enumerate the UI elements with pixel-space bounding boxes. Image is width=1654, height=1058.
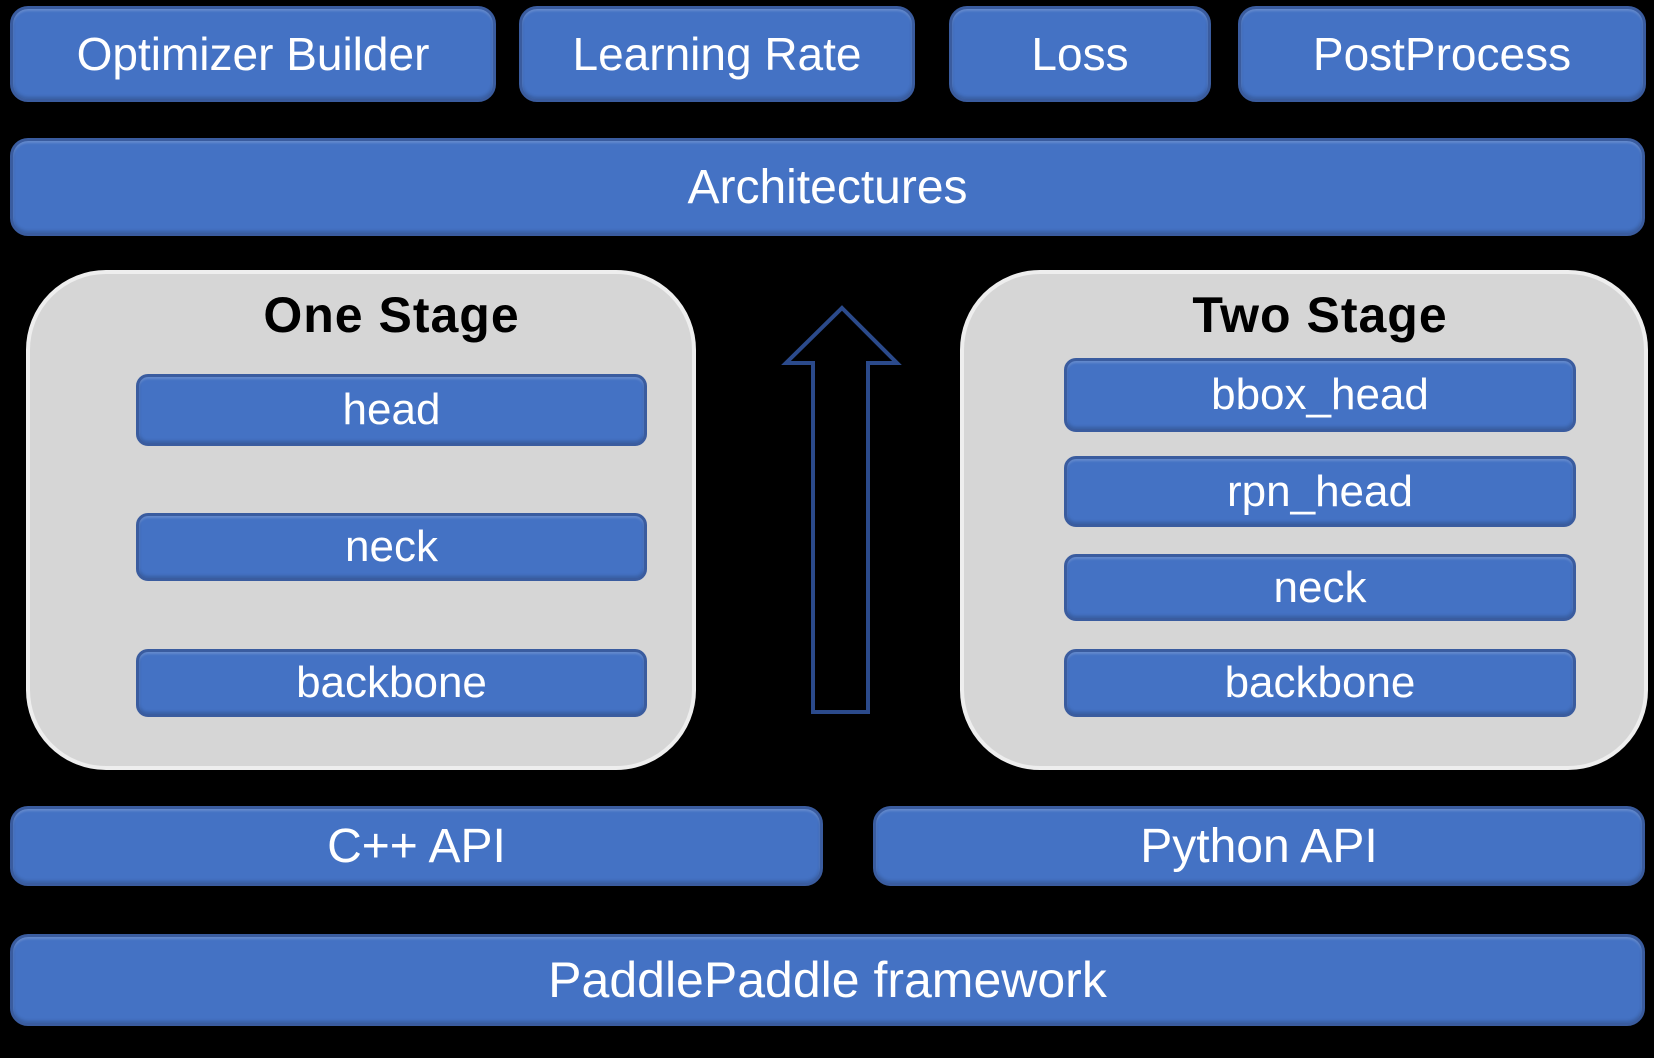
optimizer-builder-box: Optimizer Builder <box>10 6 496 102</box>
one-stage-title: One Stage <box>263 287 520 343</box>
one-stage-head-box: head <box>136 374 647 446</box>
two-stage-bbox-head-box: bbox_head <box>1064 358 1576 432</box>
paddlepaddle-framework-bar: PaddlePaddle framework <box>10 934 1645 1026</box>
up-arrow-icon <box>781 305 902 714</box>
architectures-bar: Architectures <box>10 138 1645 236</box>
cpp-api-box: C++ API <box>10 806 823 886</box>
one-stage-container: One Stage head neck backbone <box>26 270 696 770</box>
two-stage-title: Two Stage <box>1192 287 1448 343</box>
one-stage-neck-box: neck <box>136 513 647 581</box>
loss-box: Loss <box>949 6 1211 102</box>
two-stage-rpn-head-box: rpn_head <box>1064 456 1576 527</box>
two-stage-container: Two Stage bbox_head rpn_head neck backbo… <box>960 270 1648 770</box>
one-stage-backbone-box: backbone <box>136 649 647 717</box>
postprocess-box: PostProcess <box>1238 6 1646 102</box>
python-api-box: Python API <box>873 806 1645 886</box>
two-stage-neck-box: neck <box>1064 554 1576 621</box>
two-stage-backbone-box: backbone <box>1064 649 1576 717</box>
learning-rate-box: Learning Rate <box>519 6 915 102</box>
